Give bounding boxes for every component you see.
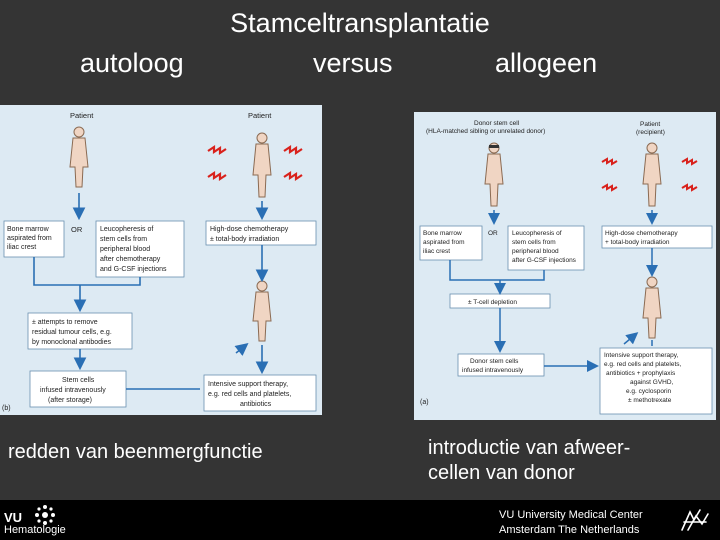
- recipient-figure: [642, 142, 662, 207]
- leucopheresis-text: Leucopheresis of stem cells from periphe…: [512, 230, 577, 264]
- donor-label: Donor stem cell (HLA-matched sibling or …: [426, 120, 545, 135]
- hematologie-logo-text: Hematologie: [4, 524, 66, 536]
- leucopheresis-text: Leucopheresis of stem cells from periphe…: [100, 226, 167, 273]
- bone-marrow-text: Bone marrow aspirated from iliac crest: [423, 230, 466, 255]
- support-therapy-box: [203, 374, 317, 412]
- chemotherapy-text: High-dose chemotherapy ± total-body irra…: [210, 226, 290, 243]
- t-cell-depletion-text: ± T-cell depletion: [468, 299, 517, 306]
- allogeneic-caption: introductie van afweer- cellen van donor: [428, 436, 630, 486]
- leucopheresis-box: [507, 225, 585, 271]
- vu-griffin-logo: [681, 509, 709, 531]
- footer-bar: [0, 500, 720, 540]
- patient-figure: [252, 280, 272, 342]
- allogeneic-caption-line-2: cellen van donor: [428, 462, 575, 484]
- institution-line-1: VU University Medical Center: [499, 509, 643, 521]
- heading-allogeneic: allogeen: [495, 48, 598, 78]
- patient-label: Patient: [70, 111, 94, 120]
- vu-logo-text: VU: [4, 510, 23, 525]
- vu-hematologie-logo: VU Hematologie: [4, 510, 66, 536]
- or-label: OR: [488, 230, 498, 237]
- radiation-icon: [207, 144, 303, 182]
- patient-label: Patient: [248, 111, 272, 120]
- bone-marrow-text: Bone marrow aspirated from iliac crest: [7, 226, 54, 251]
- institution-line-2: Amsterdam The Netherlands: [499, 524, 640, 536]
- autologous-diagram: Patient Patient Bone marrow aspirated fr…: [0, 105, 322, 415]
- donor-cells-text: Donor stem cells infused intravenously: [462, 358, 524, 374]
- allogeneic-diagram: Donor stem cell (HLA-matched sibling or …: [414, 112, 716, 420]
- support-therapy-box: [599, 347, 713, 415]
- heading-versus: versus: [313, 48, 393, 78]
- panel-label: (a): [420, 399, 429, 406]
- patient-figure: [69, 126, 89, 188]
- allogeneic-caption-line-1: introductie van afweer-: [428, 437, 631, 459]
- donor-figure: [484, 142, 504, 207]
- radiation-icon: [601, 157, 698, 192]
- stem-cells-text: Stem cells infused intravenously (after …: [40, 377, 108, 404]
- flow-arrows: [33, 193, 269, 390]
- or-label: OR: [71, 225, 83, 234]
- flow-arrows: [449, 210, 658, 372]
- donor-cells-box: [457, 353, 545, 377]
- bone-marrow-box: [3, 220, 65, 258]
- recipient-label: Patient (recipient): [636, 121, 665, 136]
- institution-text: VU University Medical Center Amsterdam T…: [499, 508, 643, 538]
- chemotherapy-box: [601, 225, 713, 249]
- recipient-figure: [642, 276, 662, 339]
- tumour-removal-box: [27, 312, 133, 350]
- cell-cluster-icon: [35, 505, 55, 525]
- slide-title: Stamceltransplantatie: [230, 8, 490, 38]
- chemotherapy-text: High-dose chemotherapy + total-body irra…: [605, 230, 679, 246]
- bone-marrow-box: [419, 225, 483, 261]
- stem-cells-box: [29, 370, 127, 408]
- patient-figure: [252, 132, 272, 198]
- tumour-removal-text: ± attempts to remove residual tumour cel…: [32, 319, 114, 346]
- chemotherapy-box: [205, 220, 317, 246]
- autologous-caption: redden van beenmergfunctie: [8, 441, 263, 463]
- support-therapy-text: Intensive support therapy, e.g. red cell…: [604, 352, 683, 404]
- panel-label: (b): [2, 405, 11, 412]
- support-therapy-text: Intensive support therapy, e.g. red cell…: [208, 381, 293, 408]
- heading-autologous: autoloog: [80, 48, 184, 78]
